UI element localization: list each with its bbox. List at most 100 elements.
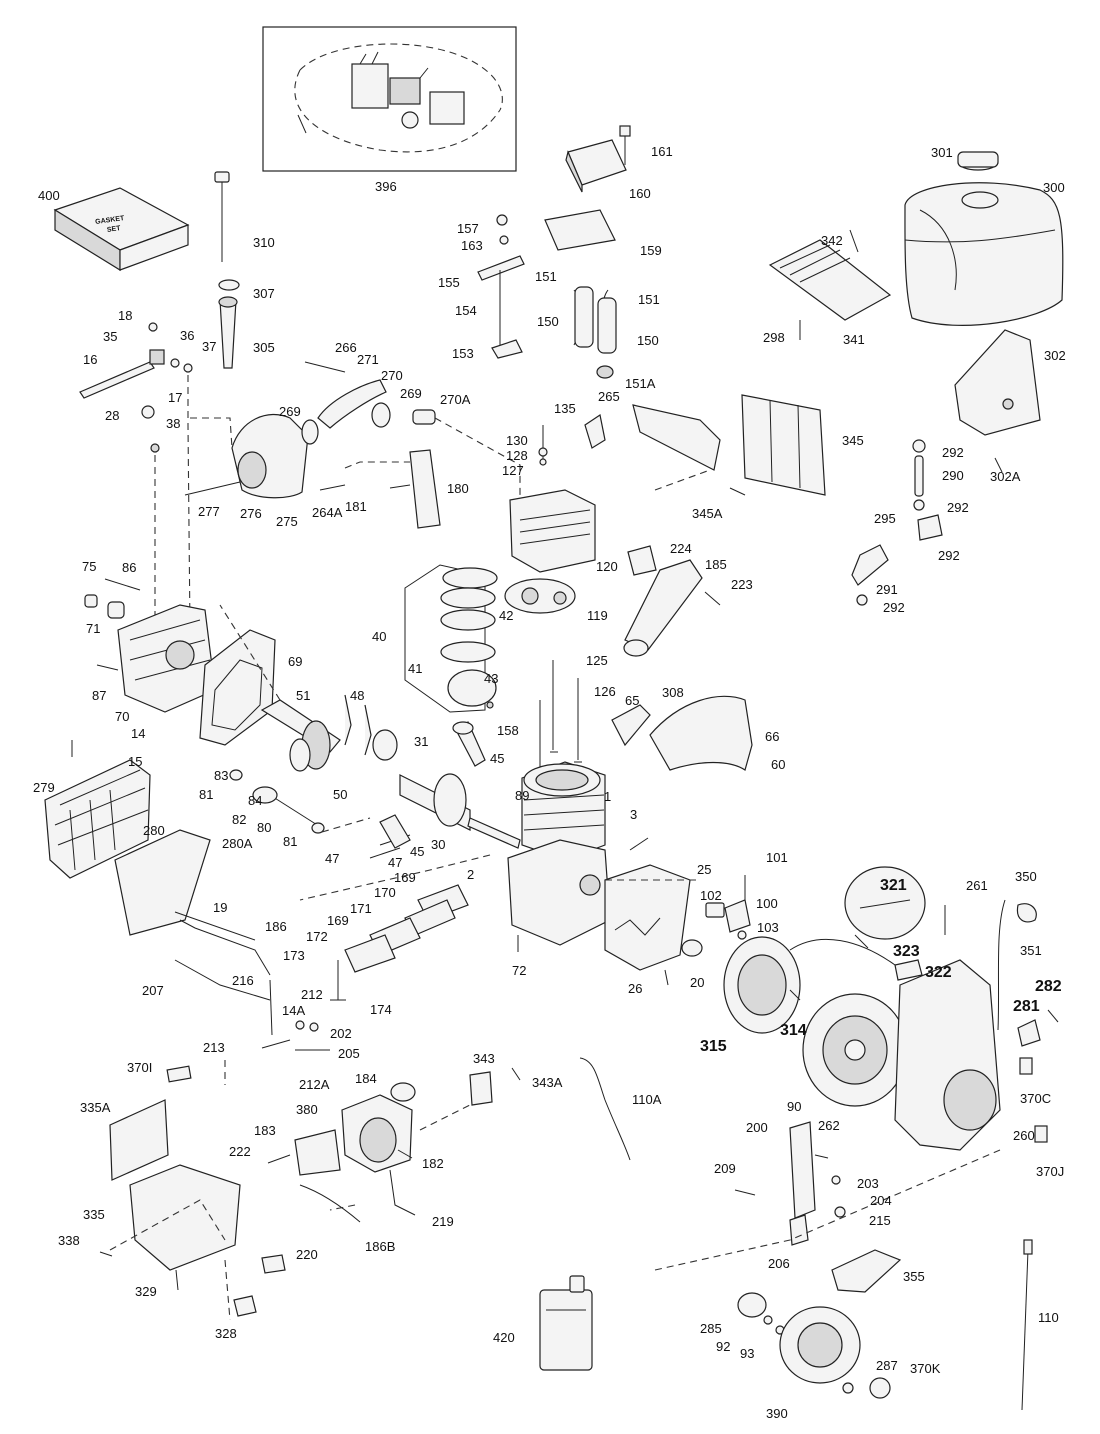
- label-345A: 345A: [692, 506, 723, 521]
- label-302: 302: [1044, 348, 1066, 363]
- gasket-set-line-2: SET: [107, 225, 122, 234]
- label-184: 184: [355, 1071, 377, 1086]
- label-301: 301: [931, 145, 953, 160]
- label-82: 82: [232, 812, 246, 827]
- label-264A: 264A: [312, 505, 343, 520]
- parts-stator-wiring: [789, 866, 1037, 1031]
- label-169b: 169: [327, 913, 349, 928]
- label-260: 260: [1013, 1128, 1035, 1143]
- label-315: 315: [700, 1038, 727, 1055]
- label-328: 328: [215, 1326, 237, 1341]
- label-205: 205: [338, 1046, 360, 1061]
- gasket-set-line-1: GASKET: [95, 215, 126, 226]
- label-157: 157: [457, 221, 479, 236]
- label-202: 202: [330, 1026, 352, 1041]
- label-335: 335: [83, 1207, 105, 1222]
- label-40: 40: [372, 629, 386, 644]
- part-380-carburetor: [267, 1082, 416, 1223]
- label-390: 390: [766, 1406, 788, 1421]
- label-338: 338: [58, 1233, 80, 1248]
- label-351: 351: [1020, 943, 1042, 958]
- label-169a: 169: [394, 870, 416, 885]
- label-206: 206: [768, 1256, 790, 1271]
- label-1: 1: [604, 789, 611, 804]
- label-269a: 269: [279, 404, 301, 419]
- label-172: 172: [306, 929, 328, 944]
- label-125: 125: [586, 653, 608, 668]
- parts-head-bolts-plug: [538, 404, 721, 491]
- label-120: 120: [596, 559, 618, 574]
- label-292d: 292: [883, 600, 905, 615]
- parts-281-282: [1017, 1009, 1059, 1143]
- label-396: 396: [375, 179, 397, 194]
- label-43: 43: [484, 671, 498, 686]
- label-209: 209: [714, 1161, 736, 1176]
- parts-ignition-module: [705, 875, 751, 940]
- part-120-cylinder-head: [504, 489, 596, 614]
- parts-control-bracket: [734, 1121, 846, 1246]
- label-329: 329: [135, 1284, 157, 1299]
- label-45b: 45: [410, 844, 424, 859]
- parts-fuel-fittings: [851, 439, 1003, 606]
- label-281: 281: [1013, 998, 1040, 1015]
- label-42: 42: [499, 608, 513, 623]
- label-41: 41: [408, 661, 422, 676]
- label-37: 37: [202, 339, 216, 354]
- part-280-block-assembly: [44, 740, 211, 936]
- label-150b: 150: [637, 333, 659, 348]
- label-51: 51: [296, 688, 310, 703]
- label-380: 380: [296, 1102, 318, 1117]
- label-322: 322: [925, 964, 952, 981]
- label-35: 35: [103, 329, 117, 344]
- label-271: 271: [357, 352, 379, 367]
- label-135: 135: [554, 401, 576, 416]
- label-224: 224: [670, 541, 692, 556]
- label-321: 321: [880, 877, 907, 894]
- label-183: 183: [254, 1123, 276, 1138]
- part-1-cylinder: [521, 761, 606, 861]
- label-302A: 302A: [990, 469, 1021, 484]
- label-70: 70: [115, 709, 129, 724]
- part-40-piston-ring-kit: [404, 564, 498, 713]
- part-400-gasket-set: GASKET SET: [53, 187, 190, 272]
- parts-recoil-starter: [737, 1292, 891, 1399]
- label-342: 342: [821, 233, 843, 248]
- label-323: 323: [893, 943, 920, 960]
- label-265: 265: [598, 389, 620, 404]
- label-282: 282: [1035, 978, 1062, 995]
- label-292c: 292: [938, 548, 960, 563]
- label-185: 185: [705, 557, 727, 572]
- label-14A: 14A: [282, 1003, 305, 1018]
- label-314: 314: [780, 1022, 807, 1039]
- label-65: 65: [625, 693, 639, 708]
- label-292b: 292: [947, 500, 969, 515]
- label-215: 215: [869, 1213, 891, 1228]
- part-70-crankcase-cover: [84, 578, 276, 746]
- label-280: 280: [143, 823, 165, 838]
- label-47a: 47: [325, 851, 339, 866]
- label-345: 345: [842, 433, 864, 448]
- parts-343-110A: [469, 1057, 631, 1161]
- label-47b: 47: [388, 855, 402, 870]
- label-92: 92: [716, 1339, 730, 1354]
- label-81a: 81: [199, 787, 213, 802]
- part-302-tank-shield: [954, 329, 1041, 436]
- label-15: 15: [128, 754, 142, 769]
- label-17: 17: [168, 390, 182, 405]
- label-155: 155: [438, 275, 460, 290]
- label-174: 174: [370, 1002, 392, 1017]
- label-128: 128: [506, 448, 528, 463]
- label-19: 19: [213, 900, 227, 915]
- label-100: 100: [756, 896, 778, 911]
- label-103: 103: [757, 920, 779, 935]
- label-110A: 110A: [632, 1092, 662, 1107]
- label-20: 20: [690, 975, 704, 990]
- part-345-heat-shield: [729, 394, 826, 496]
- part-310-305-dipstick-tube: [214, 171, 240, 369]
- label-343A: 343A: [532, 1075, 563, 1090]
- label-66: 66: [765, 729, 779, 744]
- part-45-connecting-rod: [452, 721, 486, 767]
- label-291: 291: [876, 582, 898, 597]
- part-396-fuel-line-kit: [262, 26, 517, 172]
- label-261: 261: [966, 878, 988, 893]
